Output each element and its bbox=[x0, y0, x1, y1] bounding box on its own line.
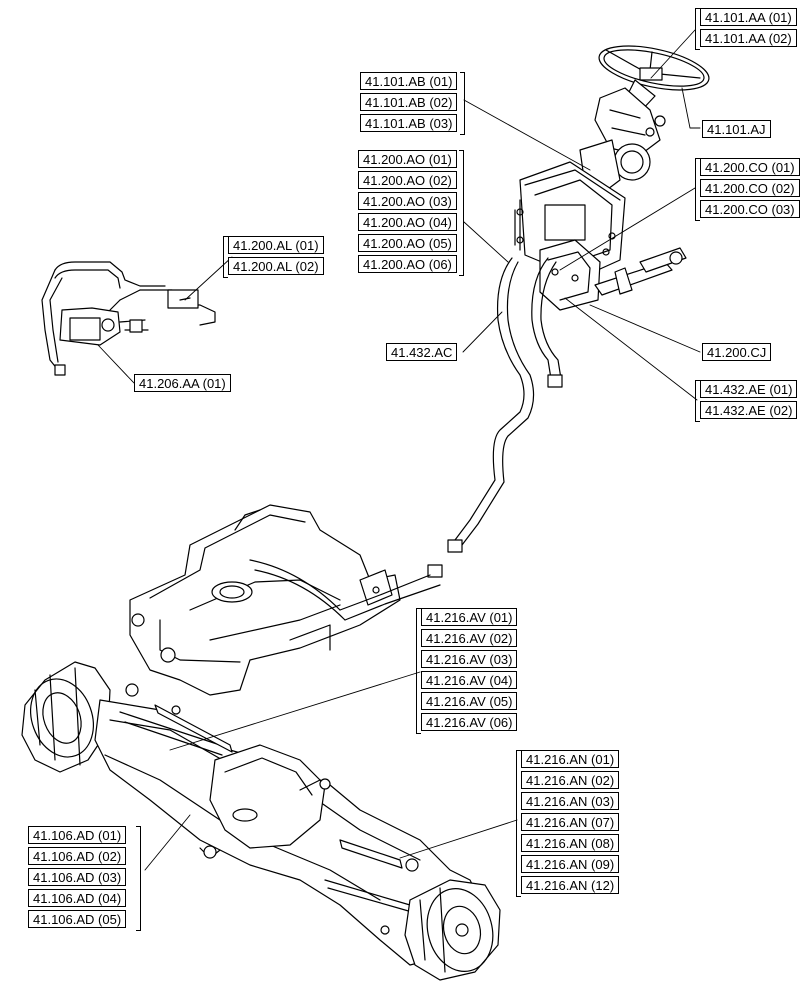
label-bracket bbox=[136, 826, 141, 931]
part-label[interactable]: 41.200.AO (05) bbox=[358, 234, 457, 252]
label-bracket bbox=[416, 608, 421, 734]
label-group-41-432-ac: 41.432.AC bbox=[386, 343, 458, 364]
part-label[interactable]: 41.216.AV (04) bbox=[421, 671, 518, 689]
label-group-41-216-av: 41.216.AV (01) 41.216.AV (02) 41.216.AV … bbox=[421, 608, 518, 734]
part-label[interactable]: 41.216.AV (03) bbox=[421, 650, 518, 668]
label-bracket bbox=[459, 150, 464, 276]
part-label[interactable]: 41.106.AD (02) bbox=[28, 847, 127, 865]
part-label[interactable]: 41.101.AB (02) bbox=[360, 93, 458, 111]
label-bracket bbox=[460, 72, 465, 135]
part-label[interactable]: 41.216.AN (01) bbox=[521, 750, 620, 768]
label-group-41-200-cj: 41.200.CJ bbox=[702, 343, 772, 364]
part-label[interactable]: 41.216.AV (02) bbox=[421, 629, 518, 647]
part-label[interactable]: 41.216.AN (12) bbox=[521, 876, 620, 894]
label-group-41-200-al: 41.200.AL (01) 41.200.AL (02) bbox=[228, 236, 324, 278]
part-label[interactable]: 41.101.AB (01) bbox=[360, 72, 458, 90]
part-label[interactable]: 41.200.CO (01) bbox=[700, 158, 800, 176]
part-label[interactable]: 41.216.AN (08) bbox=[521, 834, 620, 852]
label-bracket bbox=[695, 8, 700, 50]
column-bracket-illustration bbox=[514, 161, 687, 311]
part-label[interactable]: 41.200.AL (01) bbox=[228, 236, 324, 254]
part-label[interactable]: 41.101.AA (02) bbox=[700, 29, 797, 47]
part-label[interactable]: 41.200.AL (02) bbox=[228, 257, 324, 275]
label-group-41-101-aj: 41.101.AJ bbox=[702, 120, 771, 141]
label-bracket bbox=[695, 380, 700, 422]
part-label[interactable]: 41.200.CJ bbox=[702, 343, 772, 361]
part-label[interactable]: 41.200.AO (02) bbox=[358, 171, 457, 189]
part-label[interactable]: 41.216.AN (02) bbox=[521, 771, 620, 789]
label-group-41-106-ad: 41.106.AD (01) 41.106.AD (02) 41.106.AD … bbox=[28, 826, 127, 931]
part-label[interactable]: 41.216.AV (01) bbox=[421, 608, 518, 626]
part-label[interactable]: 41.101.AB (03) bbox=[360, 114, 458, 132]
part-label[interactable]: 41.101.AJ bbox=[702, 120, 771, 138]
part-label[interactable]: 41.432.AE (02) bbox=[700, 401, 798, 419]
part-label[interactable]: 41.216.AV (05) bbox=[421, 692, 518, 710]
part-label[interactable]: 41.216.AN (03) bbox=[521, 792, 620, 810]
hydraulic-lines-illustration bbox=[427, 257, 563, 578]
label-group-41-200-ao: 41.200.AO (01) 41.200.AO (02) 41.200.AO … bbox=[358, 150, 457, 276]
label-group-41-101-aa: 41.101.AA (01) 41.101.AA (02) bbox=[700, 8, 797, 50]
label-bracket bbox=[516, 750, 521, 897]
front-frame-illustration bbox=[129, 504, 441, 696]
part-label[interactable]: 41.200.AO (03) bbox=[358, 192, 457, 210]
part-label[interactable]: 41.206.AA (01) bbox=[134, 374, 231, 392]
part-label[interactable]: 41.200.AO (01) bbox=[358, 150, 457, 168]
label-group-41-206-aa: 41.206.AA (01) bbox=[134, 374, 231, 395]
auxiliary-valve-illustration bbox=[41, 261, 216, 376]
part-label[interactable]: 41.106.AD (04) bbox=[28, 889, 127, 907]
part-label[interactable]: 41.200.AO (06) bbox=[358, 255, 457, 273]
part-label[interactable]: 41.216.AN (07) bbox=[521, 813, 620, 831]
label-group-41-432-ae: 41.432.AE (01) 41.432.AE (02) bbox=[700, 380, 798, 422]
front-axle-illustration bbox=[21, 661, 501, 981]
part-label[interactable]: 41.106.AD (01) bbox=[28, 826, 127, 844]
part-label[interactable]: 41.432.AE (01) bbox=[700, 380, 798, 398]
leader-lines bbox=[97, 29, 701, 871]
label-bracket bbox=[223, 236, 228, 278]
part-label[interactable]: 41.200.CO (02) bbox=[700, 179, 800, 197]
part-label[interactable]: 41.101.AA (01) bbox=[700, 8, 797, 26]
label-group-41-200-co: 41.200.CO (01) 41.200.CO (02) 41.200.CO … bbox=[700, 158, 800, 221]
part-label[interactable]: 41.432.AC bbox=[386, 343, 458, 361]
part-label[interactable]: 41.200.CO (03) bbox=[700, 200, 800, 218]
part-label[interactable]: 41.106.AD (03) bbox=[28, 868, 127, 886]
part-label[interactable]: 41.216.AN (09) bbox=[521, 855, 620, 873]
part-label[interactable]: 41.200.AO (04) bbox=[358, 213, 457, 231]
label-bracket bbox=[695, 158, 700, 221]
label-group-41-101-ab: 41.101.AB (01) 41.101.AB (02) 41.101.AB … bbox=[360, 72, 458, 135]
label-group-41-216-an: 41.216.AN (01) 41.216.AN (02) 41.216.AN … bbox=[521, 750, 620, 897]
part-label[interactable]: 41.216.AV (06) bbox=[421, 713, 518, 731]
steering-wheel-illustration bbox=[579, 45, 710, 196]
part-label[interactable]: 41.106.AD (05) bbox=[28, 910, 127, 928]
